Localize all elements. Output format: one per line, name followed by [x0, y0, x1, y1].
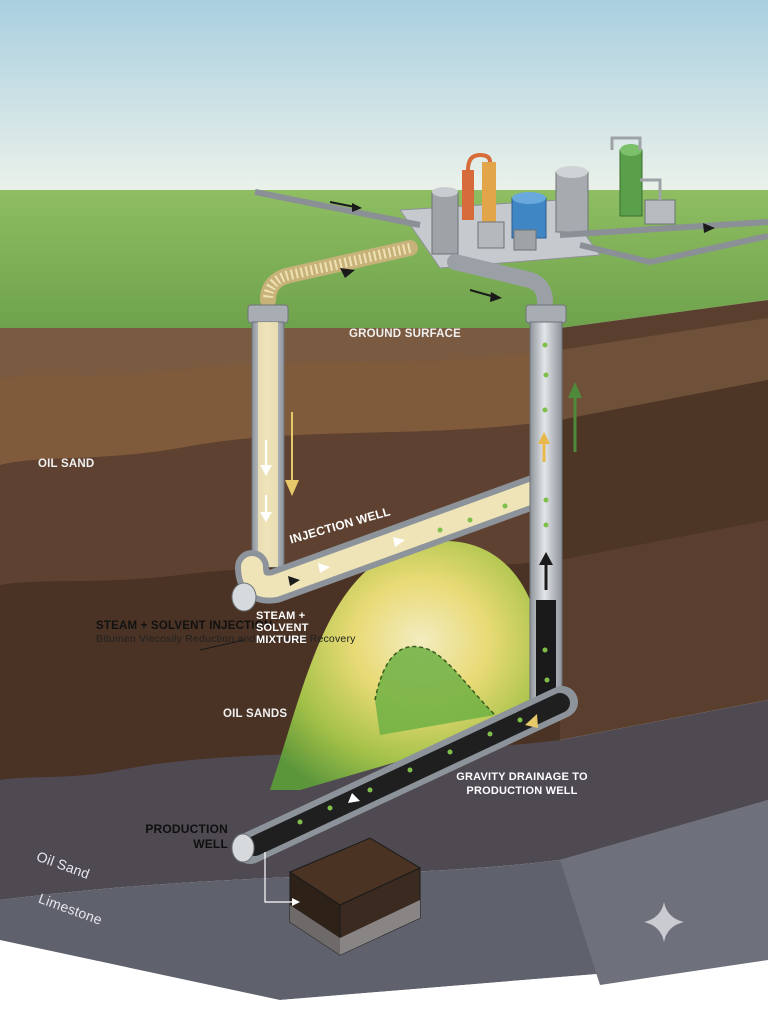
production-return-line: [447, 254, 553, 310]
processing-facility: [399, 136, 676, 269]
injection-well-horizontal-inner: [241, 477, 556, 598]
bitumen-drainage-zone: [375, 646, 495, 735]
production-direction-arrowhead: [568, 382, 582, 398]
flow-arrowhead-out: [703, 223, 715, 233]
sky: [0, 0, 768, 200]
flow-arrowhead-in: [352, 203, 362, 212]
gravity-drainage-label: GRAVITY DRAINAGE TO PRODUCTION WELL: [456, 771, 588, 797]
injection-flow-arrowhead-3: [288, 576, 300, 586]
steam-solvent-mixture-label: STEAM + SOLVENT MIXTURE: [256, 610, 309, 646]
steam-supply-line-texture: [263, 243, 412, 301]
flow-arrow-in: [329, 201, 356, 208]
up-arrowhead-black: [539, 552, 553, 565]
sparkle-icon: [644, 902, 684, 942]
oil-sand-label: OIL SAND: [38, 458, 95, 470]
down-arrowhead-1: [260, 465, 272, 476]
ground-surface-label: GROUND SURFACE: [349, 328, 462, 340]
production-well-horizontal-inner: [245, 693, 570, 856]
drainage-arrowhead-1: [525, 714, 538, 728]
injection-direction-arrowhead: [285, 480, 299, 496]
limestone-side-face: [560, 800, 768, 985]
steam-solvent-injection-title: STEAM + SOLVENT INJECTION:: [96, 620, 277, 632]
production-well-label: PRODUCTION WELL: [145, 822, 228, 851]
return-flow-arrowhead: [490, 292, 502, 302]
oil-sands-label: OIL SANDS: [223, 708, 288, 720]
chamber-boundary-dashed: [374, 645, 496, 716]
steam-flow-arrowhead: [340, 268, 355, 278]
core-sample-block: [264, 837, 422, 956]
injection-well-open-end: [231, 582, 257, 612]
steam-solvent-injection-callout: STEAM + SOLVENT INJECTION: Bitumen Vieco…: [96, 620, 356, 646]
steam-callout-leader: [199, 639, 245, 651]
down-arrowhead-2: [260, 512, 272, 522]
injection-flow-arrowhead-1: [318, 563, 330, 573]
injection-flow-arrowhead-2: [393, 537, 405, 547]
surface-pipe-out-2: [579, 233, 768, 266]
side-layer-1: [560, 318, 768, 420]
surface-pipe-out-1: [559, 219, 768, 238]
up-arrowhead-yellow: [538, 432, 550, 444]
page-bottom-margin: [0, 940, 768, 1024]
surface-pipe-in: [254, 189, 421, 228]
production-wellhead-collar: [525, 304, 567, 324]
production-bitumen-column: [536, 600, 556, 712]
side-layer-2: [560, 380, 768, 560]
production-well-open-end: [231, 833, 255, 863]
bitumen-droplets: [297, 342, 550, 825]
steam-solvent-injection-desc: Bitumen Viecosily Reduction and Increase…: [96, 633, 356, 645]
drainage-arrowhead-2: [348, 793, 360, 803]
injection-steam-column: [258, 322, 278, 567]
injection-wellhead-collar: [247, 304, 289, 324]
